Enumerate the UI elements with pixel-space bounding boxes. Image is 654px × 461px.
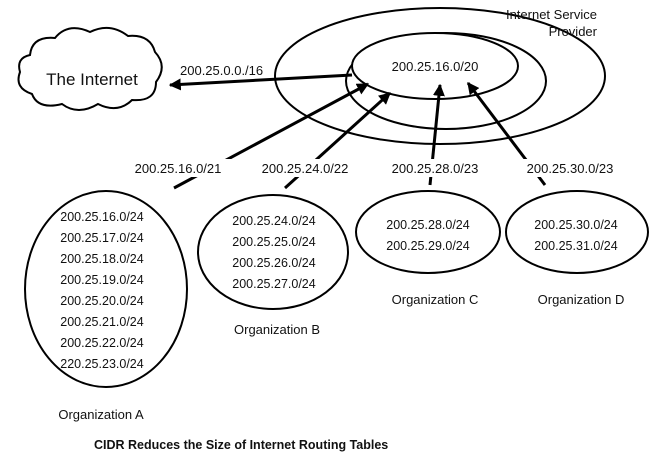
org-d-name: Organization D: [538, 292, 625, 307]
org-a-subnet: 200.25.16.0/24: [60, 210, 143, 224]
org-a-subnet: 200.25.18.0/24: [60, 252, 143, 266]
org-b-name: Organization B: [234, 322, 320, 337]
org-a-subnet: 220.25.23.0/24: [60, 357, 143, 371]
org-a-ellipse: [24, 190, 188, 388]
org-d-subnet: 200.25.30.0/24: [534, 218, 617, 232]
org-a-name: Organization A: [58, 407, 144, 422]
org-b-subnet: 200.25.27.0/24: [232, 277, 315, 291]
org-c-ellipse: [355, 190, 501, 274]
org-a-subnet: 200.25.21.0/24: [60, 315, 143, 329]
org-b-subnet: 200.25.24.0/24: [232, 214, 315, 228]
isp-aggregate-prefix: 200.25.16.0/20: [392, 59, 479, 74]
org-b-subnet: 200.25.25.0/24: [232, 235, 315, 249]
internet-cloud: [17, 26, 163, 111]
org-d-ellipse: [505, 190, 649, 274]
org-a-subnet: 200.25.19.0/24: [60, 273, 143, 287]
org-b-ellipse: [197, 194, 349, 310]
isp-label-line2: Provider: [549, 24, 598, 39]
org-d-route-label: 200.25.30.0/23: [527, 161, 614, 176]
diagram-caption: CIDR Reduces the Size of Internet Routin…: [94, 438, 388, 452]
org-d-subnet: 200.25.31.0/24: [534, 239, 617, 253]
org-c-route-label: 200.25.28.0/23: [392, 161, 479, 176]
org-a-route-label: 200.25.16.0/21: [135, 161, 222, 176]
isp-label-line1: Internet Service: [506, 7, 597, 22]
org-b-subnet: 200.25.26.0/24: [232, 256, 315, 270]
org-a-subnet: 200.25.20.0/24: [60, 294, 143, 308]
org-c-subnet: 200.25.28.0/24: [386, 218, 469, 232]
internet-route-arrow: [168, 73, 353, 91]
org-b-route-label: 200.25.24.0/22: [262, 161, 349, 176]
org-c-subnet: 200.25.29.0/24: [386, 239, 469, 253]
org-c-name: Organization C: [392, 292, 479, 307]
org-a-subnet: 200.25.22.0/24: [60, 336, 143, 350]
internet-label: The Internet: [46, 70, 138, 89]
org-a-subnet: 200.25.17.0/24: [60, 231, 143, 245]
internet-route-label: 200.25.0.0./16: [180, 63, 263, 78]
